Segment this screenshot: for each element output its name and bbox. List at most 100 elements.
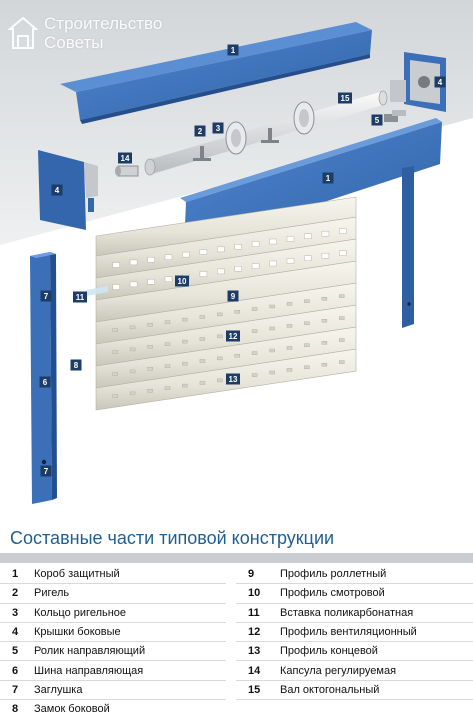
callout-label: 3	[216, 124, 221, 133]
callout-tag-6: 6	[39, 376, 51, 388]
callout-tag-7: 7	[40, 290, 52, 302]
vent-hole	[269, 348, 275, 353]
callout-label: 1	[231, 46, 236, 55]
callout-label: 14	[121, 154, 130, 163]
adjustable-capsule	[115, 165, 139, 177]
legend-item-number: 10	[248, 587, 261, 600]
vent-hole	[199, 381, 206, 385]
legend-item-number: 2	[12, 587, 19, 600]
vent-hole	[164, 276, 173, 282]
vent-hole	[339, 338, 345, 342]
legend-item-number: 15	[248, 683, 261, 696]
callout-tag-15: 15	[338, 92, 352, 104]
legend-item-label: Ригель	[34, 587, 70, 600]
callout-label: 13	[229, 375, 238, 384]
guide-roller	[384, 110, 406, 122]
vent-hole	[182, 361, 188, 366]
watermark-line2: Советы	[44, 33, 104, 52]
vent-hole	[112, 284, 120, 290]
vent-hole	[304, 299, 310, 303]
vent-hole	[286, 302, 293, 306]
vent-hole	[234, 243, 242, 250]
legend-item-number: 6	[12, 664, 19, 677]
callout-label: 4	[55, 186, 60, 195]
vent-hole	[217, 268, 225, 275]
vent-hole	[321, 297, 328, 301]
vent-hole	[199, 337, 206, 341]
vent-hole	[251, 241, 260, 247]
callout-label: 1	[326, 174, 331, 183]
callout-tag-2: 2	[194, 125, 206, 137]
callout-tag-11: 11	[73, 291, 87, 303]
callout-label: 10	[178, 277, 187, 286]
vent-hole	[164, 320, 171, 324]
callout-tag-7: 7	[40, 465, 52, 477]
legend-title: Составные части типовой конструкции	[10, 528, 335, 548]
legend-item-number: 3	[12, 606, 19, 619]
vent-hole	[199, 271, 208, 277]
legend-item-label: Крышки боковые	[34, 626, 121, 639]
callout-tag-9: 9	[227, 290, 239, 302]
side-cap-right	[390, 52, 446, 112]
octagonal-shaft	[144, 90, 388, 176]
vent-hole	[129, 325, 136, 330]
legend-header-band	[0, 553, 473, 563]
box-cover-top	[60, 22, 372, 124]
vent-hole	[217, 246, 225, 253]
legend-item-number: 14	[248, 664, 261, 677]
callout-label: 2	[198, 127, 203, 136]
vent-hole	[112, 262, 120, 268]
vent-hole	[112, 350, 118, 354]
vent-hole	[251, 329, 258, 333]
legend-item-label: Короб защитный	[34, 568, 120, 581]
vent-hole	[269, 260, 277, 267]
rigel	[193, 128, 279, 161]
callout-tag-1: 1	[322, 172, 334, 184]
vent-hole	[217, 378, 223, 383]
vent-hole	[339, 228, 347, 234]
legend-item-number: 13	[248, 645, 261, 658]
legend-item-label: Кольцо ригельное	[34, 606, 127, 619]
vent-hole	[304, 365, 310, 369]
vent-hole	[147, 279, 155, 285]
legend-item-label: Заглушка	[34, 683, 83, 696]
vent-hole	[251, 263, 260, 269]
legend-item-15: 15 Вал октогональный	[236, 681, 473, 701]
vent-hole	[182, 251, 190, 258]
callout-tag-4: 4	[51, 184, 63, 196]
vent-hole	[182, 317, 188, 322]
guide-rail-right	[402, 166, 414, 328]
callout-tag-4: 4	[434, 76, 446, 88]
legend-item-label: Шина направляющая	[34, 664, 144, 677]
legend-item-label: Капсула регулируемая	[280, 664, 397, 677]
vent-hole	[129, 347, 136, 352]
vent-hole	[286, 346, 293, 350]
vent-hole	[164, 254, 173, 260]
legend-item-label: Вал октогональный	[280, 683, 380, 696]
vent-hole	[286, 368, 293, 372]
legend-item-number: 8	[12, 703, 19, 716]
vent-hole	[234, 354, 240, 358]
vent-hole	[304, 343, 310, 347]
vent-hole	[217, 356, 223, 361]
vent-hole	[269, 326, 275, 331]
watermark-line1: Строительство	[44, 14, 163, 33]
vent-hole	[147, 345, 153, 349]
vent-hole	[304, 321, 310, 325]
vent-hole	[112, 372, 118, 376]
legend-item-number: 5	[12, 645, 19, 658]
callout-tag-5: 5	[371, 114, 383, 126]
legend-item-2: 2 Ригель	[0, 584, 226, 604]
legend-item-label: Профиль роллетный	[280, 568, 387, 581]
callout-tag-14: 14	[118, 152, 132, 164]
callout-tag-12: 12	[226, 330, 240, 342]
callout-tag-13: 13	[226, 373, 240, 385]
callout-label: 5	[375, 116, 380, 125]
